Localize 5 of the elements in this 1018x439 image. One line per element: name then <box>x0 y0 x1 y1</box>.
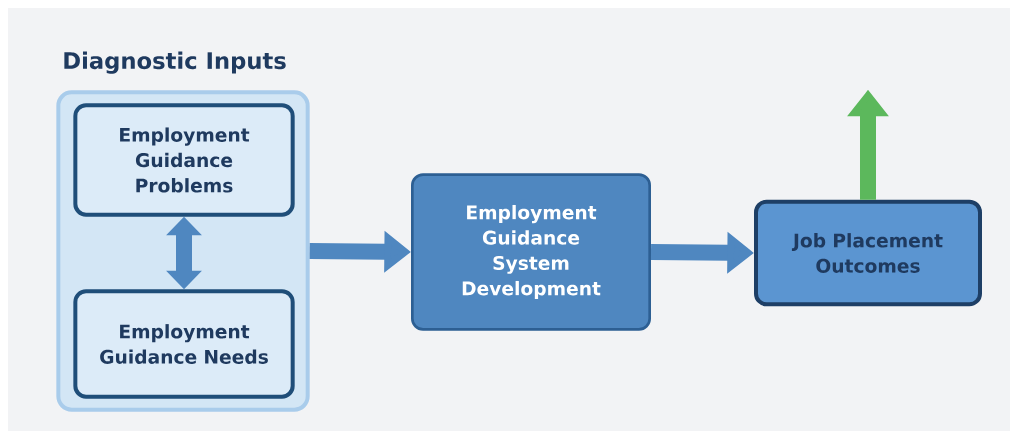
group-heading: Diagnostic Inputs <box>64 51 286 74</box>
process-box: Employment Guidance System Development <box>411 173 651 331</box>
process-box: Employment Guidance Problems <box>73 103 295 217</box>
process-box: Job Placement Outcomes <box>754 199 982 307</box>
process-box: Employment Guidance Needs <box>73 289 295 399</box>
